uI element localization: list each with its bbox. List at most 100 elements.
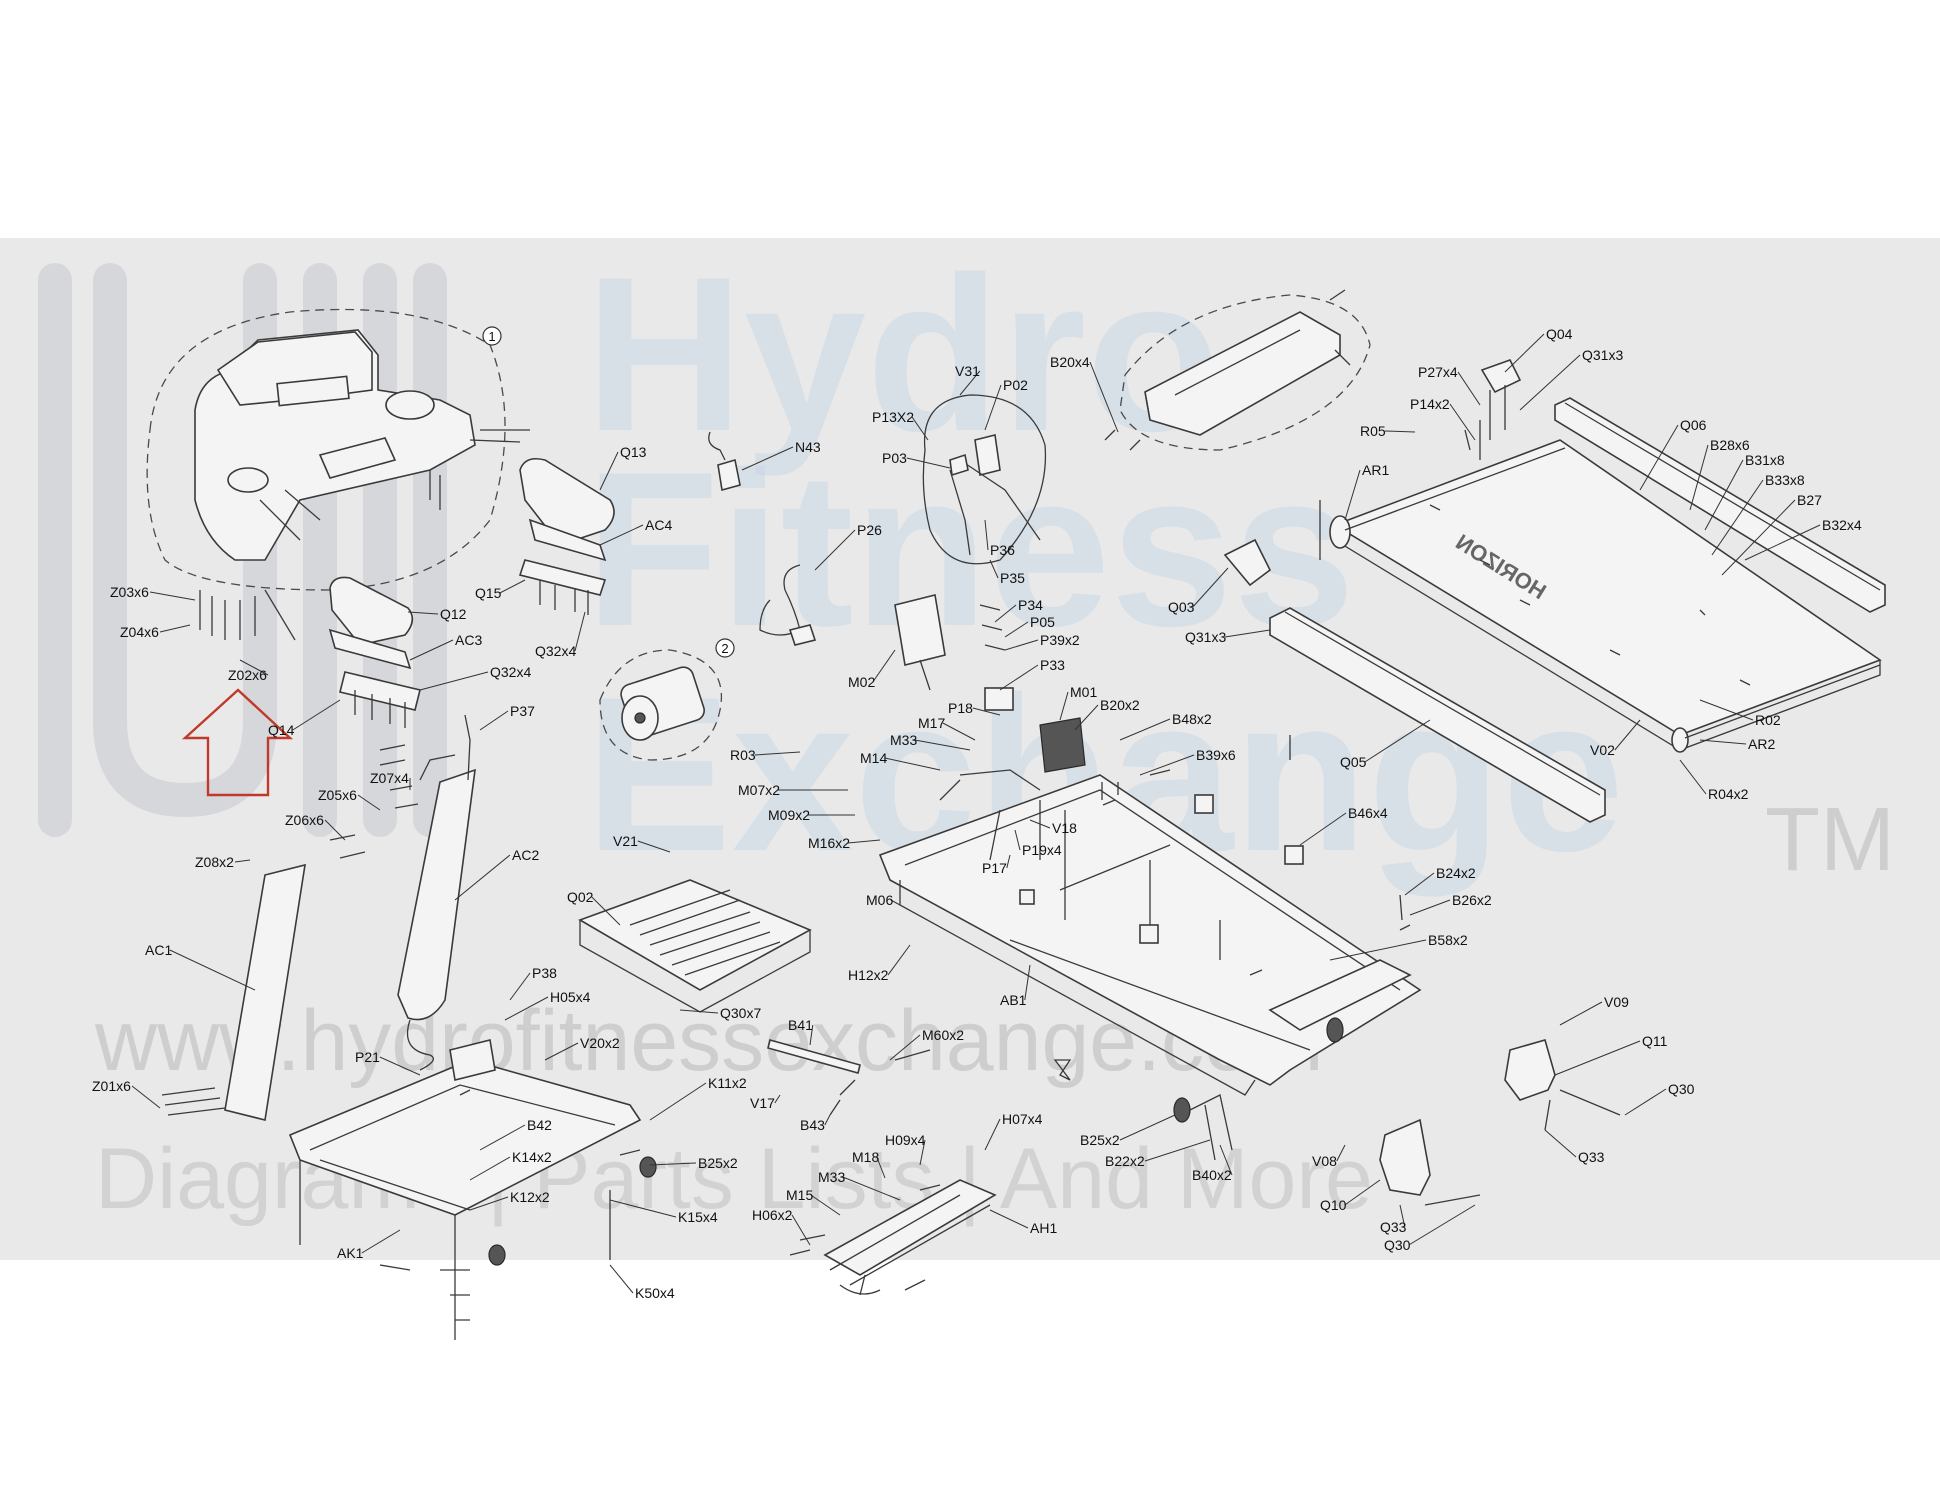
part-label-k14x2: K14x2 <box>512 1149 552 1165</box>
part-label-z06x6: Z06x6 <box>285 812 324 828</box>
leader-p27x4 <box>1457 371 1481 406</box>
leader-m15 <box>810 1194 841 1216</box>
part-label-b39x6: B39x6 <box>1196 747 1236 763</box>
part-label-q03: Q03 <box>1168 599 1195 615</box>
leader-v20x2 <box>544 1042 579 1061</box>
leader-b32x4 <box>1744 524 1821 561</box>
leader-q11 <box>1554 1040 1641 1076</box>
part-label-h05x4: H05x4 <box>550 989 591 1005</box>
part-label-q33a: Q33 <box>1578 1149 1605 1165</box>
leader-k15x4 <box>609 1199 677 1218</box>
part-label-p27x4: P27x4 <box>1418 364 1458 380</box>
leader-h05x4 <box>504 996 549 1021</box>
leader-q04 <box>1504 333 1545 373</box>
leader-z03x6 <box>149 591 196 601</box>
leader-q05 <box>1364 719 1431 763</box>
leader-p05 <box>1004 621 1029 638</box>
part-label-r02: R02 <box>1755 712 1781 728</box>
part-label-r04x2: R04x2 <box>1708 786 1749 802</box>
leader-r05 <box>1384 430 1416 433</box>
lift-frame <box>823 1179 997 1276</box>
leader-p02 <box>984 384 1002 431</box>
side-rail-q06 <box>1554 397 1886 613</box>
part-label-v18: V18 <box>1052 820 1077 836</box>
leader-q30b <box>1408 1204 1476 1246</box>
leader-ac1 <box>169 949 256 991</box>
leader-p03 <box>906 457 951 469</box>
part-label-z03x6: Z03x6 <box>110 584 149 600</box>
leader-v09 <box>1559 1001 1603 1026</box>
part-label-q06: Q06 <box>1680 417 1707 433</box>
heatsink-m01 <box>984 687 1086 773</box>
leader-n43 <box>741 446 794 471</box>
leader-b25x2b <box>649 1162 697 1166</box>
part-label-p26: P26 <box>857 522 882 538</box>
leader-p38 <box>509 972 531 1001</box>
leader-v17 <box>774 1094 781 1104</box>
leader-ar1 <box>1344 469 1361 521</box>
leader-q30x7 <box>679 1009 719 1014</box>
leader-h06x2 <box>791 1214 811 1246</box>
leader-p26 <box>814 529 856 571</box>
main-frame-ab1 <box>878 769 1422 1096</box>
part-label-p14x2: P14x2 <box>1410 396 1450 412</box>
leader-p14x2 <box>1449 403 1476 441</box>
part-label-z07x4: Z07x4 <box>370 770 409 786</box>
part-label-q15: Q15 <box>475 585 502 601</box>
part-label-q30x7: Q30x7 <box>720 1005 761 1021</box>
leader-p17 <box>1006 854 1011 869</box>
part-label-m33b: M33 <box>818 1169 845 1185</box>
part-label-m09x2: M09x2 <box>768 807 810 823</box>
part-label-v02: V02 <box>1590 742 1615 758</box>
end-caps <box>1379 1039 1621 1206</box>
part-label-p38: P38 <box>532 965 557 981</box>
leader-m06 <box>890 899 901 906</box>
leader-q12 <box>407 611 439 615</box>
leader-ak1 <box>361 1229 401 1254</box>
leader-v31 <box>959 370 981 396</box>
part-label-b22x2: B22x2 <box>1105 1153 1145 1169</box>
leader-m01 <box>1059 691 1069 721</box>
part-label-z05x6: Z05x6 <box>318 787 357 803</box>
leader-q30a <box>1624 1088 1667 1116</box>
leader-z06x6 <box>324 819 346 841</box>
part-label-m01: M01 <box>1070 684 1097 700</box>
part-label-m18: M18 <box>852 1149 879 1165</box>
watermark-trademark: TM <box>1765 790 1895 890</box>
part-label-q11: Q11 <box>1642 1033 1668 1049</box>
part-label-m15: M15 <box>786 1187 813 1203</box>
leader-ac2 <box>454 854 511 901</box>
leader-q03 <box>1192 567 1229 608</box>
base-frame-ak1 <box>288 1039 657 1340</box>
hood-group-outline <box>1119 294 1371 451</box>
leader-b20x4 <box>1089 361 1119 433</box>
part-label-ar1: AR1 <box>1362 462 1389 478</box>
part-label-b25x2b: B25x2 <box>698 1155 738 1171</box>
leader-z01x6 <box>131 1085 161 1109</box>
leader-q10 <box>1344 1179 1381 1206</box>
part-label-b43: B43 <box>800 1117 825 1133</box>
part-label-p39x2: P39x2 <box>1040 632 1080 648</box>
part-label-z08x2: Z08x2 <box>195 854 234 870</box>
drive-motor: 2 <box>599 638 735 761</box>
part-label-p05: P05 <box>1030 614 1055 630</box>
part-label-k12x2: K12x2 <box>510 1189 550 1205</box>
leader-v08 <box>1336 1144 1346 1162</box>
handle-covers-left <box>328 576 421 728</box>
part-label-b20x2: B20x2 <box>1100 697 1140 713</box>
part-label-q12: Q12 <box>440 606 467 622</box>
leader-v02 <box>1614 719 1641 751</box>
watermark-tagline: Diagrams | Parts Lists | And More <box>95 1131 1373 1227</box>
part-label-ac4: AC4 <box>645 517 672 533</box>
part-label-ar2: AR2 <box>1748 736 1775 752</box>
part-label-q32x4a: Q32x4 <box>535 643 576 659</box>
watermark-brand-1: Hydro <box>585 231 1221 477</box>
leader-p18 <box>972 707 1001 716</box>
leader-q31x3 <box>1519 354 1581 411</box>
side-rails <box>1269 397 1886 823</box>
part-label-r03: R03 <box>730 747 756 763</box>
leader-r03 <box>754 751 801 756</box>
part-label-v08: V08 <box>1312 1153 1337 1169</box>
